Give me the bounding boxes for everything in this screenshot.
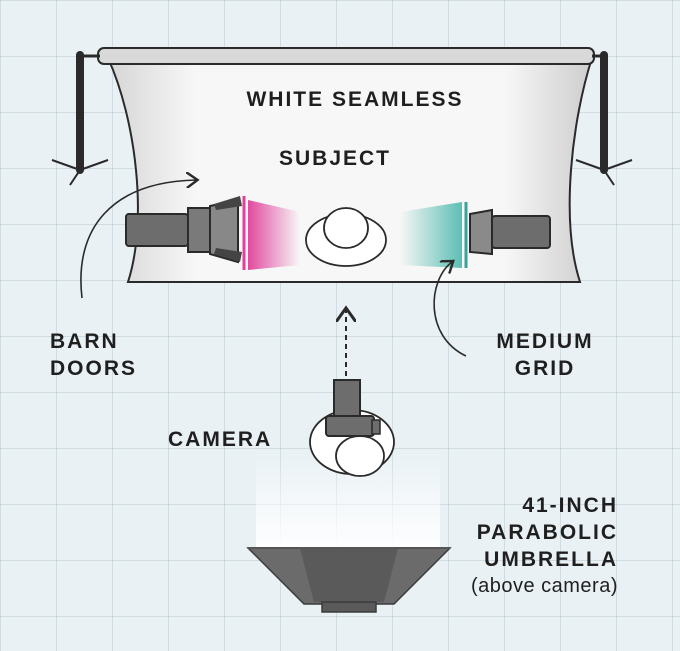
parabolic-umbrella xyxy=(246,547,452,613)
background-stand-left xyxy=(51,51,109,186)
left-light-barn-doors xyxy=(125,196,246,270)
barn-doors-label: BARN DOORS xyxy=(50,330,138,380)
magenta-light-beam xyxy=(248,200,300,270)
camera-label: CAMERA xyxy=(168,428,273,451)
medium-grid-pointer xyxy=(433,262,467,357)
right-light-medium-grid xyxy=(464,202,551,268)
medium-grid-label: MEDIUM GRID xyxy=(496,330,594,380)
umbrella-label: 41-INCH PARABOLIC UMBRELLA (above camera… xyxy=(440,492,618,600)
teal-light-beam xyxy=(400,202,462,268)
barn-doors-pointer xyxy=(80,180,196,299)
backdrop-label: WHITE SEAMLESS xyxy=(246,88,464,111)
subject-label: SUBJECT xyxy=(278,147,392,170)
background-stand-right xyxy=(575,51,633,186)
subject-figure xyxy=(305,207,387,267)
backdrop-roll xyxy=(97,47,595,65)
umbrella-note: (above camera) xyxy=(470,575,618,597)
camera-photographer xyxy=(309,379,395,477)
